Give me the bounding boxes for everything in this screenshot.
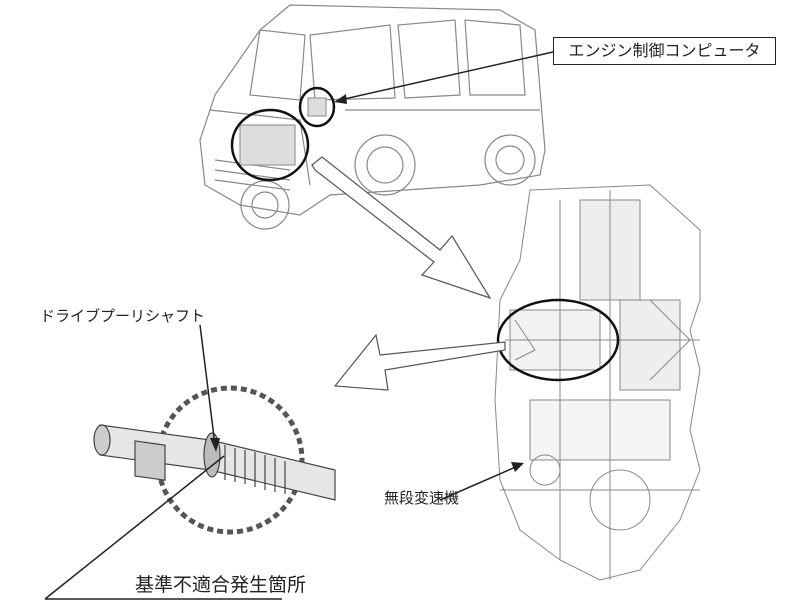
ecu-label: エンジン制御コンピュータ [553, 37, 776, 65]
cvt-label: 無段変速機 [384, 489, 460, 507]
cvt-pointer-arrow [439, 465, 519, 501]
drive-pulley-circle [496, 298, 620, 382]
ecu-pointer-arrow [339, 51, 554, 101]
hollow-arrow-to-shaft [333, 333, 506, 391]
drive-pulley-shaft-label: ドライブプーリシャフト [40, 307, 206, 325]
cvt-arrowhead [511, 462, 524, 472]
shaft-drawing [93, 385, 336, 535]
ecu-circle [298, 86, 336, 128]
defect-leader-line [44, 455, 225, 600]
ecu-arrowhead [334, 94, 347, 104]
shaft-pointer-arrow [199, 324, 216, 446]
hollow-arrow-to-cvt [311, 156, 492, 300]
shaft-arrowhead [210, 438, 220, 452]
car-drawing [199, 4, 546, 230]
engine-bay-circle [230, 108, 310, 182]
defect-location-label: 基準不適合発生箇所 [135, 574, 307, 596]
cvt-drawing [494, 184, 701, 581]
